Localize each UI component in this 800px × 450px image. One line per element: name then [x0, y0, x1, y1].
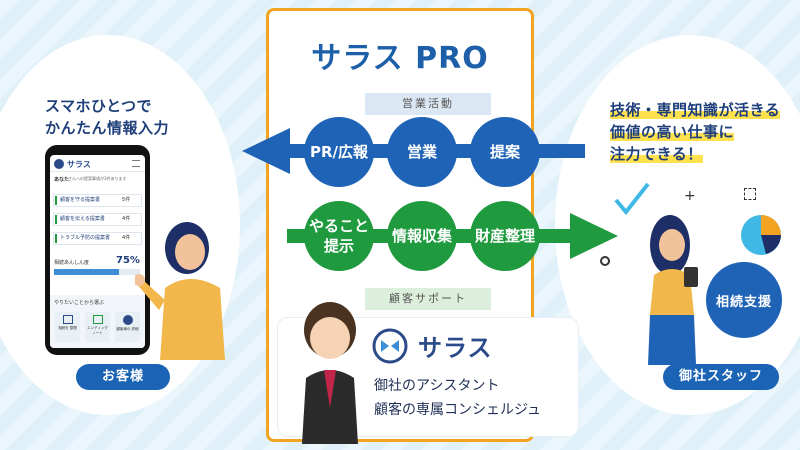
support-bubble-assets: 財産整理 [470, 201, 540, 271]
proposal-row[interactable]: 顧客を守る提案書 [53, 194, 142, 207]
left-caption-line-1: スマホひとつで [45, 97, 153, 115]
sarasu-logo-icon [372, 328, 408, 364]
proposal-row-label: トラブル予防の提案書 [60, 235, 111, 241]
customer-figure-icon [135, 222, 225, 360]
small-circle-icon [600, 256, 610, 266]
menu-icon[interactable] [132, 160, 140, 167]
phone-screen: サラス あなた さんへの提案事項が3件あります 顧客を守る提案書 5件 顧客を伝… [50, 155, 145, 348]
support-bubble-todo: やること 提示 [304, 201, 374, 271]
sales-bubble-pr: PR/広報 [304, 117, 374, 187]
proposal-row-count: 4件 [122, 216, 131, 222]
progress-track [54, 269, 140, 275]
left-caption-line-2: かんたん情報入力 [45, 119, 170, 137]
right-caption: 技術・専門知識が活きる 価値の高い仕事に 注力できる！ [610, 99, 781, 165]
support-arrow-head-icon [570, 213, 618, 259]
menu-tile-label: 相続を 整理 [58, 326, 77, 330]
sales-bubble-proposal: 提案 [470, 117, 540, 187]
sales-section-tag: 営業活動 [365, 93, 491, 115]
right-caption-line-1: 技術・専門知識が活きる [610, 101, 781, 119]
menu-tile[interactable]: 相続を 整理 [55, 312, 80, 342]
greeting: あなた [54, 177, 70, 183]
pie-chart-icon [741, 215, 781, 255]
progress-label: 相続あんしん度 [54, 260, 90, 266]
plus-icon: + [684, 188, 696, 204]
checkmark-icon [614, 182, 650, 216]
progress-fill [54, 269, 119, 275]
support-bubble-info: 情報収集 [387, 201, 457, 271]
staff-figure-icon [648, 215, 698, 365]
right-caption-line-2: 価値の高い仕事に [610, 123, 735, 141]
header-divider [50, 171, 145, 172]
menu-tile[interactable]: 顧客様の 詳細 [115, 312, 140, 342]
app-logo-icon [54, 159, 64, 169]
left-caption: スマホひとつで かんたん情報入力 [45, 95, 169, 139]
menu-tile-label: 顧客様の 詳細 [116, 327, 139, 331]
brand-title: サラス PRO [311, 41, 489, 76]
assistant-brand: サラス [418, 334, 493, 362]
assistant-line-2: 顧客の専属コンシェルジュ [374, 402, 542, 418]
menu-tile-label: エンディング ノート [87, 326, 108, 335]
menu-title: やりたいことから選ぶ [54, 300, 105, 306]
dashed-square-icon [744, 188, 756, 200]
staff-label: 御社スタッフ [663, 364, 779, 390]
progress-value: 75% [116, 255, 140, 266]
proposal-row-count: 4件 [122, 235, 131, 241]
assistant-line-1: 御社のアシスタント [374, 378, 500, 394]
proposal-row-label: 顧客を守る提案書 [60, 197, 101, 203]
menu-tile[interactable]: エンディング ノート [85, 312, 110, 342]
proposal-row-count: 5件 [122, 197, 131, 203]
sales-bubble-sales: 営業 [387, 117, 457, 187]
app-name: サラス [67, 160, 91, 169]
pen-icon [122, 315, 133, 325]
support-section-tag: 顧客サポート [365, 288, 491, 310]
proposal-row-label: 顧客を伝える提案書 [60, 216, 105, 222]
inheritance-support-badge: 相続支援 [706, 262, 782, 338]
proposal-row[interactable]: 顧客を伝える提案書 [53, 213, 142, 226]
greeting-sub: さんへの提案事項が3件あります [68, 176, 127, 181]
assistant-character-icon [302, 302, 358, 444]
proposal-row[interactable]: トラブル予防の提案書 [53, 232, 142, 245]
right-caption-line-3: 注力できる！ [610, 145, 703, 163]
book-icon [92, 315, 103, 324]
sales-arrow-head-icon [242, 128, 290, 174]
building-icon [62, 315, 73, 324]
customer-label: お客様 [76, 364, 170, 390]
